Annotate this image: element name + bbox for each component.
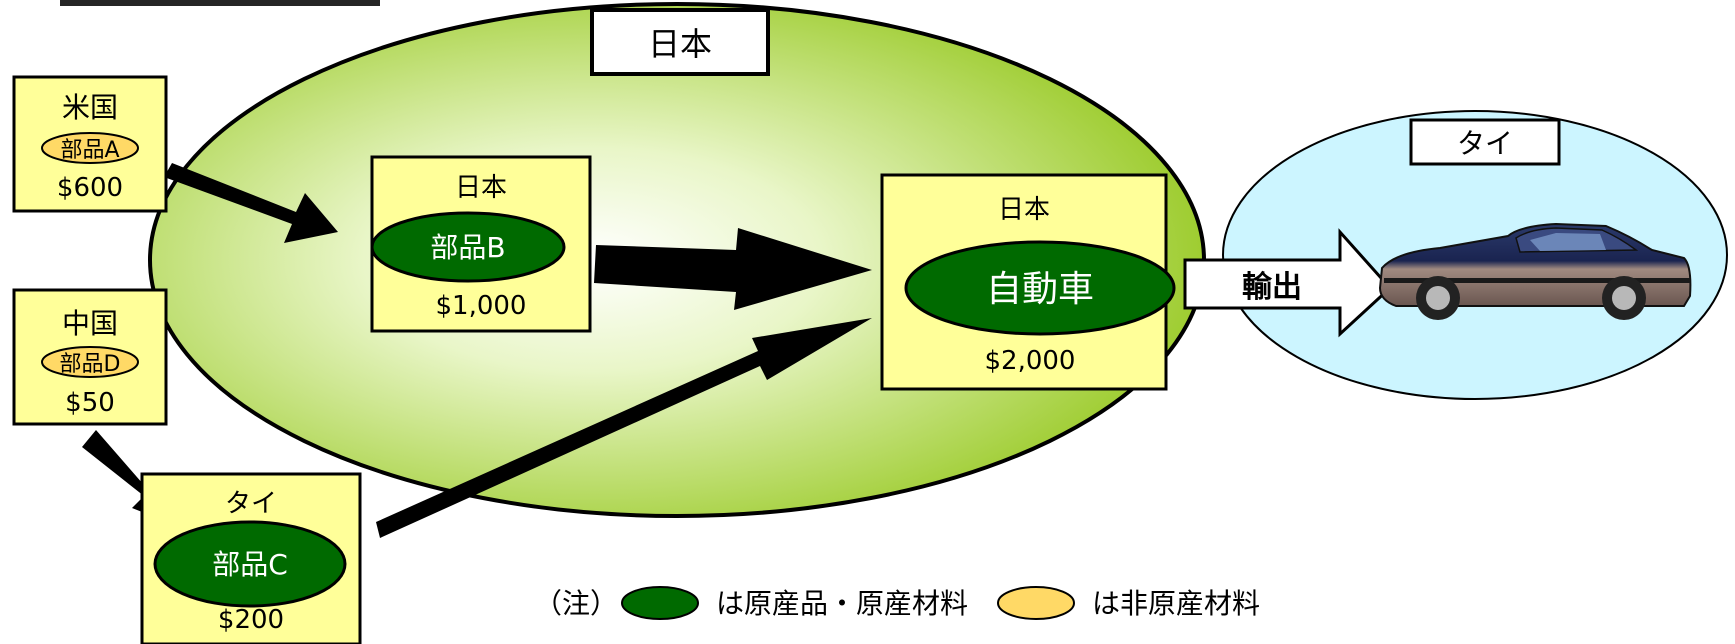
arrow-usa-to-part-b: [164, 163, 338, 243]
svg-text:は非原産材料: は非原産材料: [1092, 587, 1260, 620]
legend: （注） は原産品・原産材料 は非原産材料: [534, 586, 1260, 620]
svg-text:$1,000: $1,000: [436, 291, 527, 321]
arrow-part-c-to-car: [376, 318, 872, 538]
svg-text:タイ: タイ: [1457, 127, 1513, 160]
svg-text:輸出: 輸出: [1242, 270, 1302, 305]
svg-text:部品B: 部品B: [430, 231, 505, 264]
cropped-header-text: [60, 0, 380, 6]
svg-text:は原産品・原産材料: は原産品・原産材料: [716, 587, 968, 620]
export-arrow: 輸出: [1183, 228, 1393, 338]
japan-part-b-box: 日本 部品B $1,000: [370, 155, 592, 333]
svg-text:日本: 日本: [648, 25, 712, 63]
legend-originating-swatch: [621, 586, 699, 620]
svg-text:自動車: 自動車: [986, 269, 1094, 310]
svg-text:$200: $200: [218, 605, 284, 635]
originating-marker: [904, 240, 1176, 336]
svg-text:（注）: （注）: [534, 587, 618, 620]
originating-marker: [370, 211, 566, 283]
non-originating-marker: [41, 132, 139, 164]
non-originating-marker: [41, 346, 139, 378]
svg-text:部品C: 部品C: [212, 548, 288, 581]
svg-text:中国: 中国: [62, 307, 118, 340]
japan-car-box: 日本 自動車 $2,000: [880, 173, 1176, 391]
svg-text:日本: 日本: [455, 173, 507, 203]
japan-region-label: 日本: [590, 8, 770, 76]
svg-text:米国: 米国: [62, 91, 118, 124]
thailand-region-label: タイ: [1409, 118, 1561, 166]
legend-non-originating-swatch: [997, 586, 1075, 620]
svg-text:$600: $600: [57, 173, 123, 203]
source-box-thailand-part-c: タイ 部品C $200: [140, 472, 362, 644]
svg-text:タイ: タイ: [225, 489, 277, 519]
arrow-part-b-to-car: [594, 228, 872, 310]
sports-car-icon: [1378, 222, 1692, 320]
svg-text:$2,000: $2,000: [985, 346, 1076, 376]
source-box-usa: 米国 部品A $600: [12, 75, 168, 213]
svg-text:$50: $50: [65, 388, 115, 418]
svg-text:部品D: 部品D: [60, 352, 121, 377]
svg-text:部品A: 部品A: [60, 138, 119, 163]
svg-text:日本: 日本: [998, 195, 1050, 225]
originating-marker: [153, 520, 347, 608]
source-box-china: 中国 部品D $50: [12, 288, 168, 426]
